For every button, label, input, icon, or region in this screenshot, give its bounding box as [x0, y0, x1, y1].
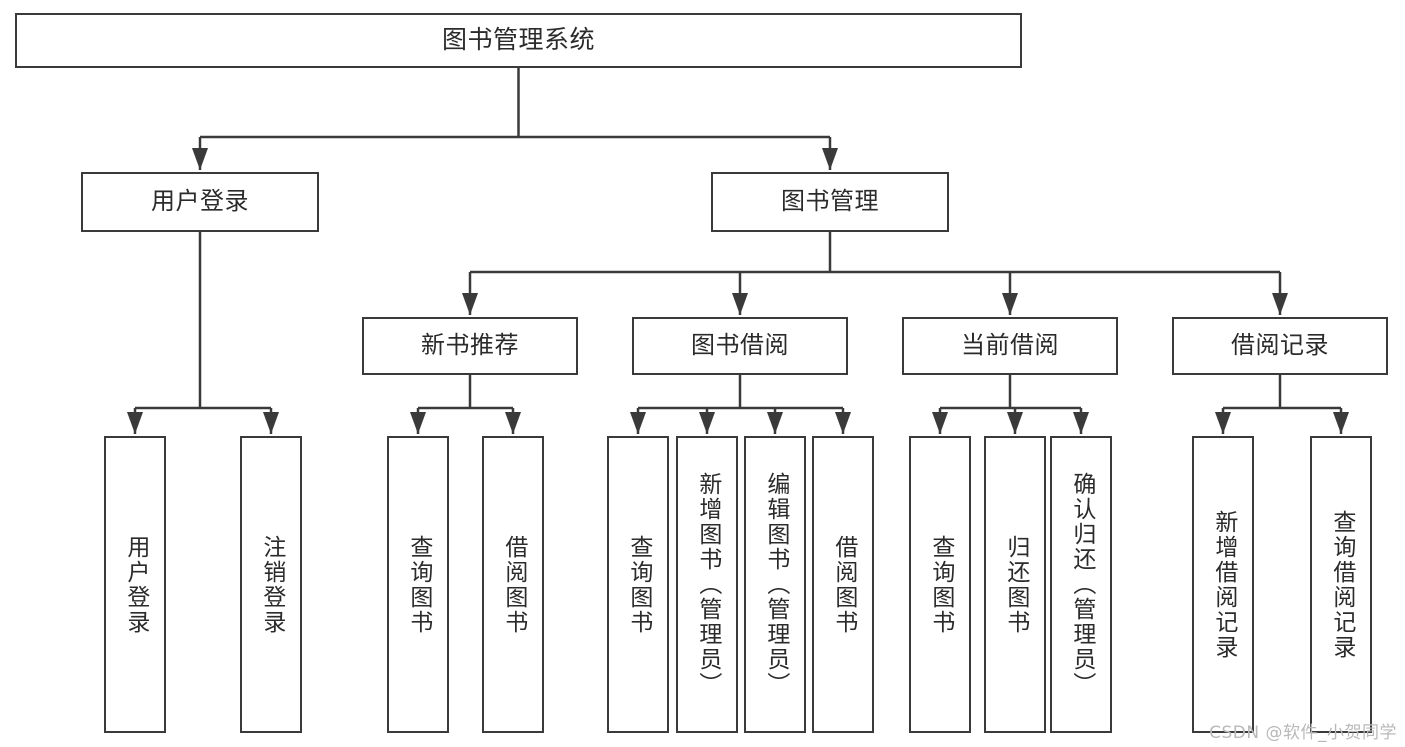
- node-label: 新增借阅记录: [1210, 509, 1237, 660]
- node-label: 借阅记录: [1231, 331, 1329, 360]
- arrowhead: [410, 412, 426, 434]
- level2-node-1[interactable]: 图书管理: [711, 172, 949, 232]
- node-label: 图书借阅: [691, 331, 789, 360]
- level3-node-0[interactable]: 新书推荐: [362, 317, 578, 375]
- node-label: 用户登录: [151, 187, 249, 216]
- node-label: 借阅图书: [830, 534, 857, 635]
- node-label: 借阅图书: [500, 534, 527, 635]
- leaf-node-10[interactable]: 确认归还（管理员）: [1050, 436, 1112, 733]
- arrowhead: [1215, 412, 1231, 434]
- node-label: 查询图书: [405, 534, 432, 635]
- node-label: 当前借阅: [961, 331, 1059, 360]
- node-label: 新书推荐: [421, 331, 519, 360]
- arrowhead: [192, 148, 208, 170]
- arrowhead: [767, 412, 783, 434]
- level2-node-0[interactable]: 用户登录: [81, 172, 319, 232]
- node-label: 确认归还（管理员）: [1068, 472, 1095, 697]
- node-label: 归还图书: [1002, 534, 1029, 635]
- node-label: 新增图书（管理员）: [694, 472, 721, 697]
- leaf-node-12[interactable]: 查询借阅记录: [1310, 436, 1372, 733]
- arrowhead: [462, 293, 478, 315]
- leaf-node-5[interactable]: 新增图书（管理员）: [676, 436, 738, 733]
- arrowhead: [630, 412, 646, 434]
- arrowhead: [263, 412, 279, 434]
- level3-node-2[interactable]: 当前借阅: [902, 317, 1118, 375]
- root-node-system-title[interactable]: 图书管理系统: [15, 13, 1022, 68]
- leaf-node-9[interactable]: 归还图书: [984, 436, 1046, 733]
- node-label: 编辑图书（管理员）: [762, 472, 789, 697]
- leaf-node-0[interactable]: 用户登录: [104, 436, 166, 733]
- arrowhead: [1272, 293, 1288, 315]
- leaf-node-1[interactable]: 注销登录: [240, 436, 302, 733]
- arrowhead: [822, 148, 838, 170]
- arrowhead: [1073, 412, 1089, 434]
- node-label: 图书管理: [781, 187, 879, 216]
- node-label: 用户登录: [122, 534, 149, 635]
- leaf-node-3[interactable]: 借阅图书: [482, 436, 544, 733]
- level3-node-3[interactable]: 借阅记录: [1172, 317, 1388, 375]
- node-label: 图书管理系统: [441, 25, 595, 55]
- node-label: 注销登录: [258, 534, 285, 635]
- arrowhead: [699, 412, 715, 434]
- leaf-node-4[interactable]: 查询图书: [607, 436, 669, 733]
- node-label: 查询借阅记录: [1328, 509, 1355, 660]
- leaf-node-7[interactable]: 借阅图书: [812, 436, 874, 733]
- leaf-node-2[interactable]: 查询图书: [387, 436, 449, 733]
- arrowhead: [932, 412, 948, 434]
- level3-node-1[interactable]: 图书借阅: [632, 317, 848, 375]
- arrowhead: [1007, 412, 1023, 434]
- node-label: 查询图书: [927, 534, 954, 635]
- watermark-text: CSDN @软件_小贺同学: [1209, 723, 1397, 743]
- leaf-node-11[interactable]: 新增借阅记录: [1192, 436, 1254, 733]
- node-label: 查询图书: [625, 534, 652, 635]
- arrowhead: [1002, 293, 1018, 315]
- arrowhead: [505, 412, 521, 434]
- arrowhead: [732, 293, 748, 315]
- leaf-node-8[interactable]: 查询图书: [909, 436, 971, 733]
- arrowhead: [127, 412, 143, 434]
- arrowhead: [1333, 412, 1349, 434]
- arrowhead: [835, 412, 851, 434]
- leaf-node-6[interactable]: 编辑图书（管理员）: [744, 436, 806, 733]
